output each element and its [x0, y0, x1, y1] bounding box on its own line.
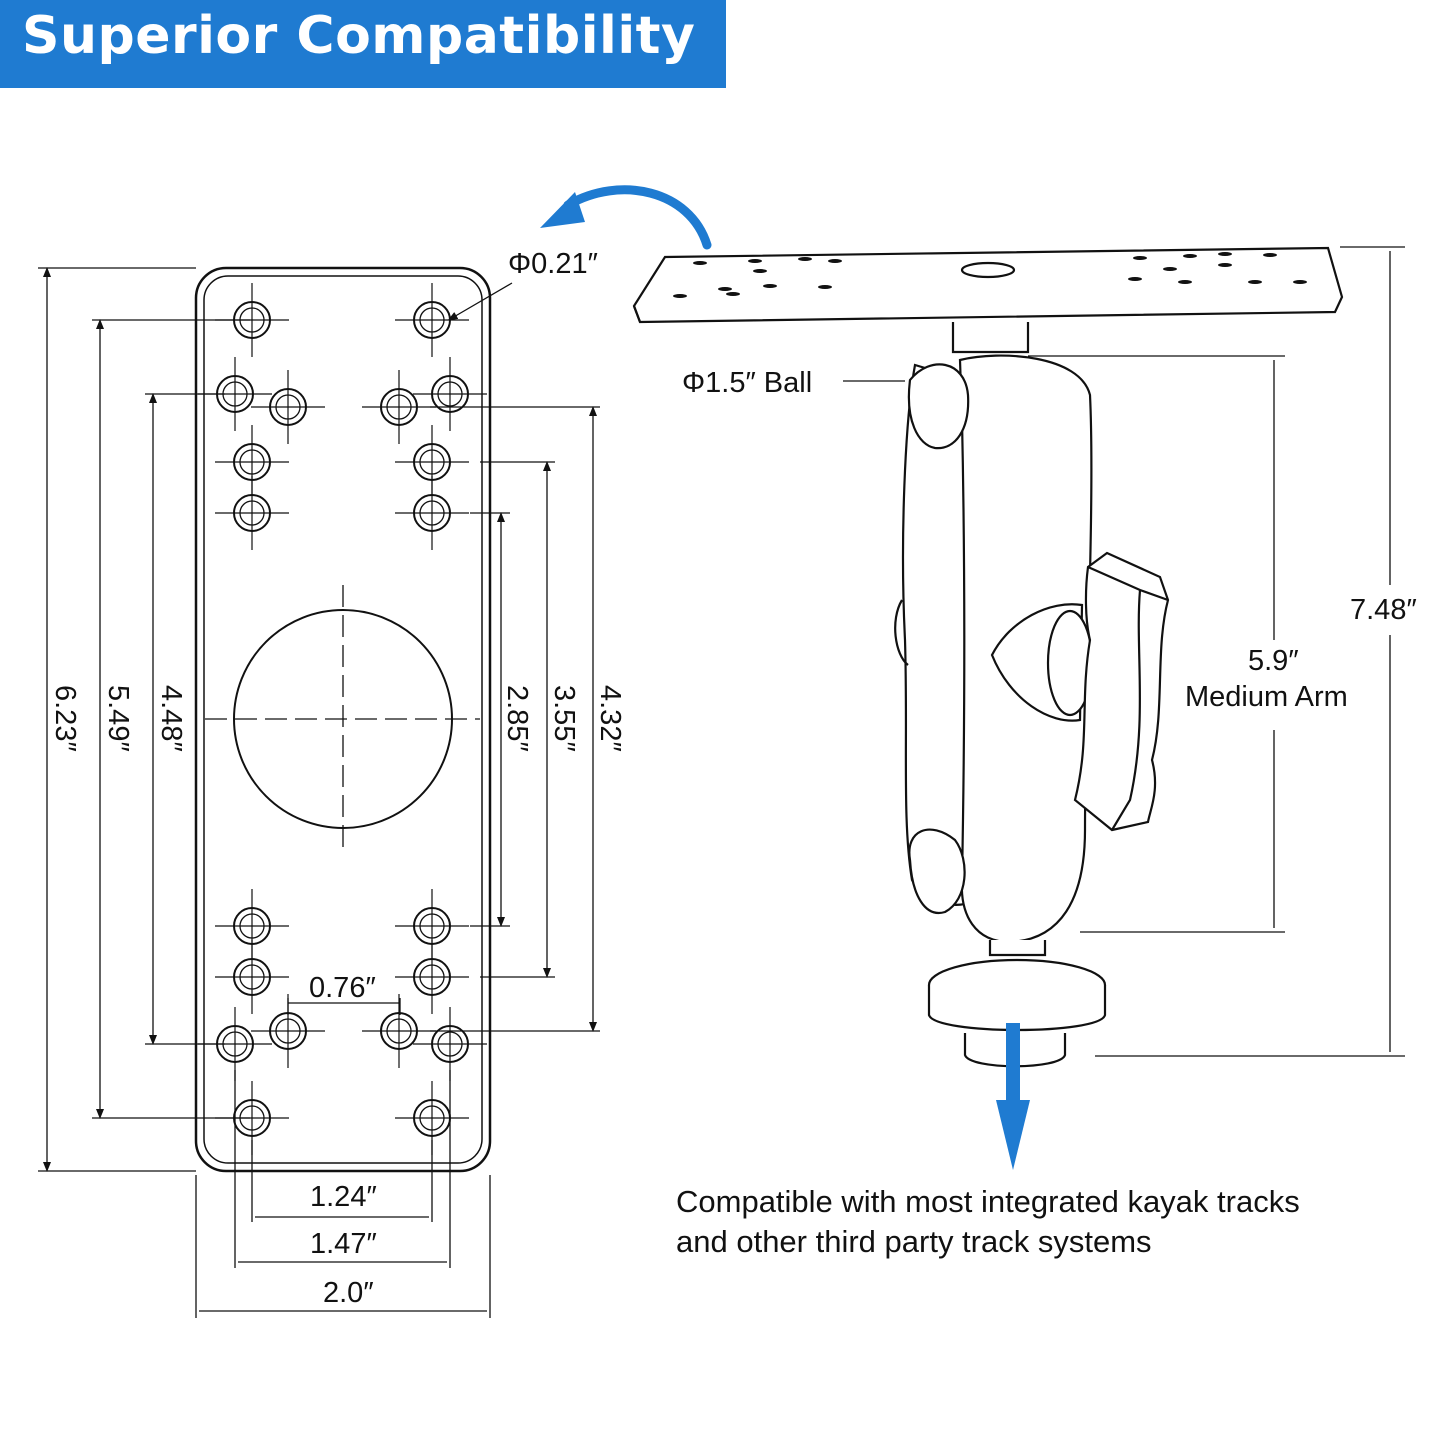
mount-side-view	[632, 246, 1344, 1068]
gap-span-label: 2.85″	[501, 685, 533, 752]
down-arrow-icon	[996, 1023, 1030, 1170]
narrow-width-label: 1.24″	[310, 1181, 377, 1213]
ball-diameter-label: Φ1.5″ Ball	[682, 367, 812, 399]
side-span-label: 4.32″	[594, 685, 626, 752]
compatibility-caption: Compatible with most integrated kayak tr…	[676, 1182, 1300, 1262]
plate-top-view	[194, 266, 492, 1173]
left-dimension-lines	[38, 267, 600, 1318]
mounting-hole	[362, 994, 436, 1068]
title-banner: Superior Compatibility	[0, 0, 726, 88]
overall-height-label: 6.23″	[49, 685, 81, 752]
caption-line-1: Compatible with most integrated kayak tr…	[676, 1184, 1300, 1219]
mounting-hole	[413, 1007, 487, 1081]
mount-plate-holes	[673, 252, 1307, 298]
caption-line-2: and other third party track systems	[676, 1224, 1152, 1259]
mounting-hole	[395, 283, 469, 357]
wide-width-label: 1.47″	[310, 1228, 377, 1260]
mounting-hole	[413, 357, 487, 431]
hole-diameter-label: Φ0.21″	[508, 248, 598, 280]
mid-span-label: 3.55″	[548, 685, 580, 752]
right-dimension-lines	[843, 246, 1405, 1057]
mounting-hole	[395, 476, 469, 550]
mounting-hole	[198, 1007, 272, 1081]
mounting-hole	[215, 476, 289, 550]
mounting-hole	[395, 889, 469, 963]
banner-title: Superior Compatibility	[22, 6, 696, 66]
arm-name-label: Medium Arm	[1185, 681, 1348, 713]
inner-span-label: 4.48″	[155, 685, 187, 752]
mounting-holes	[198, 283, 487, 1155]
outer-span-label: 5.49″	[102, 685, 134, 752]
mounting-hole	[251, 370, 325, 444]
arm-length-label: 5.9″	[1248, 645, 1299, 677]
curved-arrow-icon	[540, 185, 712, 250]
hole-offset-label: 0.76″	[309, 972, 376, 1004]
plate-width-label: 2.0″	[323, 1277, 374, 1309]
total-height-label: 7.48″	[1350, 594, 1417, 626]
mounting-hole	[362, 370, 436, 444]
mounting-hole	[215, 940, 289, 1014]
mounting-hole	[395, 940, 469, 1014]
